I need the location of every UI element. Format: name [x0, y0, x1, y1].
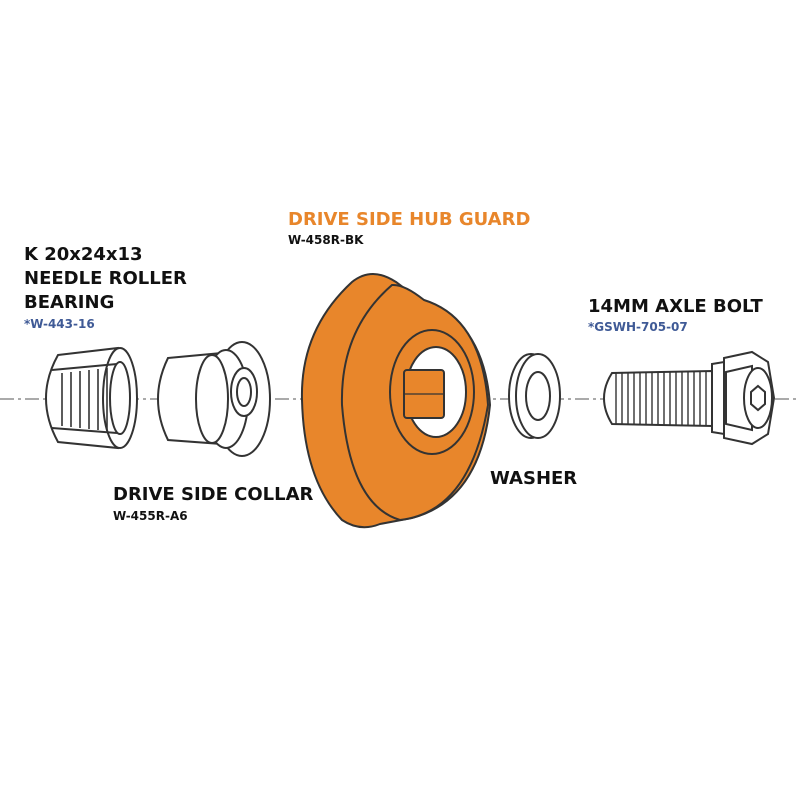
axle-bolt-title: 14MM AXLE BOLT — [588, 296, 763, 317]
drive-side-hub-guard-drawing — [300, 273, 492, 529]
bearing-part-code[interactable]: *W-443-16 — [24, 317, 95, 331]
washer-title: WASHER — [490, 468, 578, 489]
axle-bolt-part-code[interactable]: *GSWH-705-07 — [588, 320, 688, 334]
drive-side-collar-drawing — [157, 341, 271, 457]
bearing-title-line-2: NEEDLE ROLLER — [24, 268, 187, 289]
washer-drawing — [508, 353, 561, 439]
hub-guard-title: DRIVE SIDE HUB GUARD — [288, 209, 531, 230]
needle-roller-bearing-drawing — [45, 346, 138, 450]
collar-part-code: W-455R-A6 — [113, 509, 188, 523]
axle-bolt-drawing — [603, 350, 776, 446]
bearing-title-line-3: BEARING — [24, 292, 115, 313]
hub-guard-part-code: W-458R-BK — [288, 233, 364, 247]
bearing-title-line-1: K 20x24x13 — [24, 244, 143, 265]
collar-title: DRIVE SIDE COLLAR — [113, 484, 314, 505]
